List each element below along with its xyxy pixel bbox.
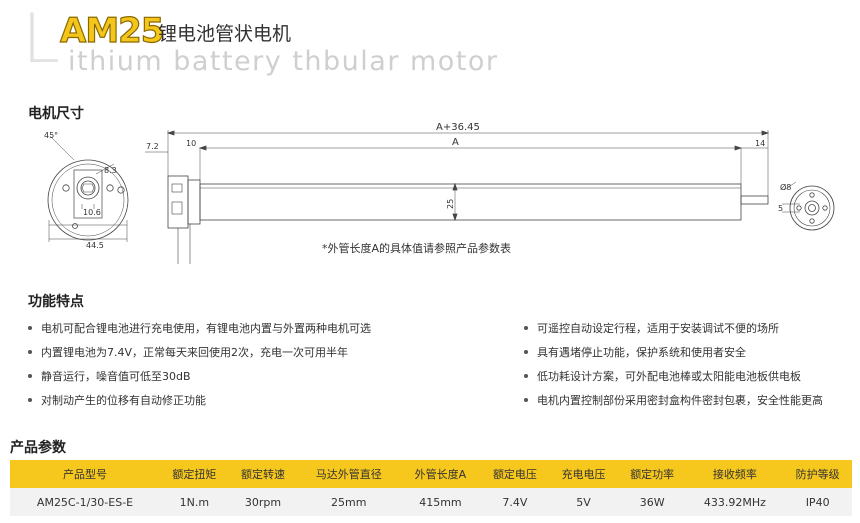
table-row: AM25C-1/30-ES-E 1N.m 30rpm 25mm 415mm 7.… — [10, 488, 852, 516]
header-protection: 防护等级 — [783, 460, 852, 488]
front-view — [47, 135, 129, 242]
cell-charge-voltage: 5V — [549, 488, 618, 516]
side-view — [145, 130, 770, 264]
bullet-icon — [524, 374, 528, 378]
title-english: ithium battery thbular motor — [68, 46, 499, 77]
dim-front-small: 10.6 — [83, 208, 101, 217]
drawing-note: *外管长度A的具体值请参照产品参数表 — [322, 242, 512, 255]
section-title-params: 产品参数 — [10, 440, 66, 456]
header-charge-voltage: 充电电压 — [549, 460, 618, 488]
dim-front-diameter: 44.5 — [86, 241, 104, 250]
bullet-icon — [28, 374, 32, 378]
dim-tube-length: A — [452, 137, 459, 148]
header-tube-diameter: 马达外管直径 — [297, 460, 401, 488]
header-big-letter: L — [22, 0, 60, 79]
dim-side-head: 10 — [186, 139, 196, 148]
cell-speed: 30rpm — [228, 488, 298, 516]
dim-end-diameter: Ø8 — [780, 182, 791, 192]
cell-tube-length: 415mm — [400, 488, 481, 516]
dim-side-offset: 7.2 — [146, 142, 159, 151]
header-tube-length: 外管长度A — [400, 460, 481, 488]
cell-frequency: 433.92MHz — [686, 488, 784, 516]
feature-item: 电机内置控制部份采用密封盒构件密封包裹，安全性能更高 — [524, 394, 823, 408]
dim-end-pin: 5 — [778, 204, 783, 213]
feature-item: 低功耗设计方案，可外配电池棒或太阳能电池板供电板 — [524, 370, 801, 384]
model-title: AM25 — [59, 11, 165, 51]
feature-item: 静音运行，噪音值可低至30dB — [28, 370, 191, 384]
feature-item: 具有遇堵停止功能，保护系统和使用者安全 — [524, 346, 746, 360]
title-chinese: 锂电池管状电机 — [158, 23, 292, 45]
dim-tube-diameter: 25 — [446, 199, 455, 209]
cell-model: AM25C-1/30-ES-E — [10, 488, 161, 516]
table-header-row: 产品型号 额定扭矩 额定转速 马达外管直径 外管长度A 额定电压 充电电压 额定… — [10, 460, 852, 488]
bullet-icon — [28, 398, 32, 402]
dim-end-length: 14 — [755, 139, 765, 148]
end-view — [782, 181, 835, 231]
feature-item: 电机可配合锂电池进行充电使用，有锂电池内置与外置两种电机可选 — [28, 322, 371, 336]
dim-front-angle: 45° — [44, 131, 58, 140]
header-power: 额定功率 — [617, 460, 687, 488]
motor-dimension-drawing: 44.5 10.6 8.3 45° 7.2 10 14 Ø8 5 25 A+36… — [44, 122, 835, 264]
feature-item: 内置锂电池为7.4V，正常每天来回使用2次，充电一次可用半年 — [28, 346, 348, 360]
bullet-icon — [524, 326, 528, 330]
header-model: 产品型号 — [10, 460, 161, 488]
cell-protection: IP40 — [783, 488, 852, 516]
cell-tube-diameter: 25mm — [297, 488, 401, 516]
cell-voltage: 7.4V — [480, 488, 550, 516]
feature-item: 可遥控自动设定行程，适用于安装调试不便的场所 — [524, 322, 779, 336]
section-title-dimensions: 电机尺寸 — [28, 106, 84, 122]
dim-total-length: A+36.45 — [436, 122, 480, 133]
section-title-features: 功能特点 — [28, 294, 84, 310]
dim-front-hex: 8.3 — [104, 166, 117, 175]
header-voltage: 额定电压 — [480, 460, 550, 488]
header-torque: 额定扭矩 — [160, 460, 229, 488]
bullet-icon — [524, 350, 528, 354]
cell-torque: 1N.m — [160, 488, 229, 516]
bullet-icon — [524, 398, 528, 402]
bullet-icon — [28, 350, 32, 354]
bullet-icon — [28, 326, 32, 330]
params-table: 产品型号 额定扭矩 额定转速 马达外管直径 外管长度A 额定电压 充电电压 额定… — [10, 460, 852, 516]
feature-item: 对制动产生的位移有自动修正功能 — [28, 394, 206, 408]
header-speed: 额定转速 — [228, 460, 298, 488]
cell-power: 36W — [617, 488, 687, 516]
header-frequency: 接收频率 — [686, 460, 784, 488]
